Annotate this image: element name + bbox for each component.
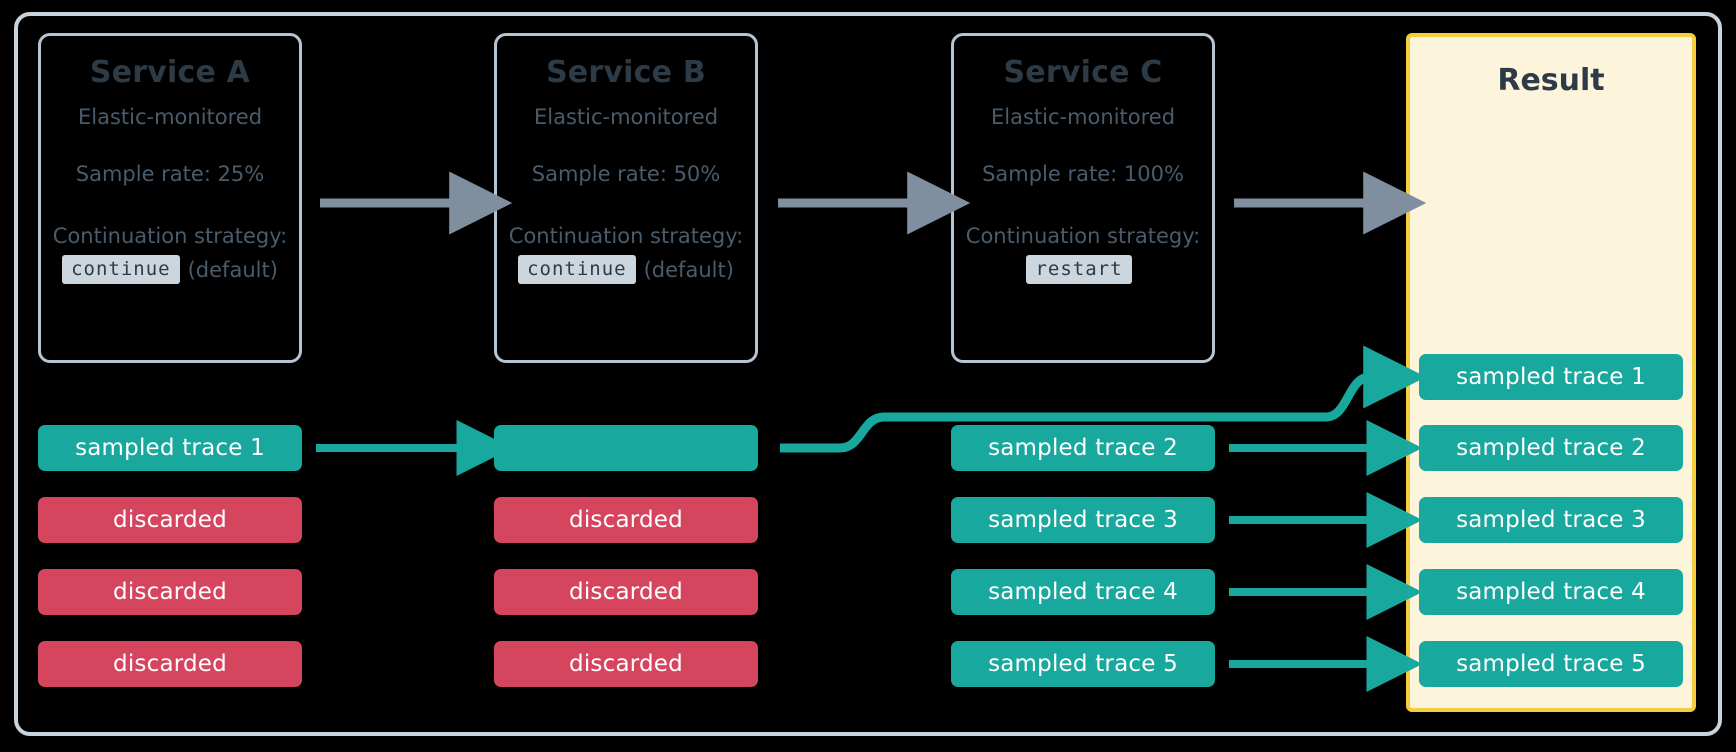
service-c-sample-rate: Sample rate: 100%	[982, 161, 1184, 186]
trace-pill-label: discarded	[113, 579, 227, 605]
service-box-b: Service B Elastic-monitored Sample rate:…	[494, 33, 758, 363]
service-a-title: Service A	[89, 55, 251, 90]
trace-pill-label: discarded	[113, 651, 227, 677]
service-box-a: Service A Elastic-monitored Sample rate:…	[38, 33, 302, 363]
service-c-title: Service C	[1003, 55, 1163, 90]
trace-pill-label: discarded	[113, 507, 227, 533]
trace-pill: sampled trace 5	[951, 641, 1215, 687]
service-a-strategy-line: continue (default)	[41, 255, 299, 285]
service-c-subtitle: Elastic-monitored	[990, 104, 1176, 129]
result-trace-pill: sampled trace 3	[1419, 497, 1683, 543]
service-b-title: Service B	[546, 55, 706, 90]
service-c-strategy-line: restart	[954, 255, 1212, 285]
trace-pill: discarded	[38, 641, 302, 687]
trace-pill-label: sampled trace 5	[988, 651, 1178, 677]
service-b-strategy-note: (default)	[643, 257, 734, 282]
result-trace-pill: sampled trace 4	[1419, 569, 1683, 615]
trace-pill: discarded	[38, 569, 302, 615]
trace-pill: discarded	[494, 569, 758, 615]
result-title: Result	[1497, 63, 1605, 98]
trace-pill: sampled trace 2	[951, 425, 1215, 471]
trace-pill: discarded	[38, 497, 302, 543]
service-b-subtitle: Elastic-monitored	[533, 104, 719, 129]
trace-pill: sampled trace 3	[951, 497, 1215, 543]
service-a-strategy-note: (default)	[187, 257, 278, 282]
result-trace-pill: sampled trace 1	[1419, 354, 1683, 400]
trace-pill-label: sampled trace 1	[75, 435, 265, 461]
result-trace-label: sampled trace 4	[1456, 579, 1646, 605]
service-a-strategy-label: Continuation strategy:	[52, 224, 288, 249]
trace-pill-label: sampled trace 2	[988, 435, 1178, 461]
trace-pill: sampled trace 1	[38, 425, 302, 471]
service-box-c: Service C Elastic-monitored Sample rate:…	[951, 33, 1215, 363]
result-trace-pill: sampled trace 5	[1419, 641, 1683, 687]
service-a-subtitle: Elastic-monitored	[77, 104, 263, 129]
service-a-sample-rate: Sample rate: 25%	[75, 161, 265, 186]
service-a-strategy-chip: continue	[62, 255, 180, 285]
trace-pill: sampled trace 4	[951, 569, 1215, 615]
service-b-strategy-label: Continuation strategy:	[508, 224, 744, 249]
trace-pill-label: discarded	[569, 579, 683, 605]
result-trace-label: sampled trace 5	[1456, 651, 1646, 677]
result-trace-label: sampled trace 1	[1456, 364, 1646, 390]
trace-pill: discarded	[494, 497, 758, 543]
result-trace-label: sampled trace 2	[1456, 435, 1646, 461]
result-trace-pill: sampled trace 2	[1419, 425, 1683, 471]
service-c-strategy-chip: restart	[1026, 255, 1132, 285]
trace-pill-label: discarded	[569, 651, 683, 677]
trace-pill: discarded	[494, 641, 758, 687]
trace-pill-label: discarded	[569, 507, 683, 533]
trace-pill-label: sampled trace 3	[988, 507, 1178, 533]
service-b-strategy-line: continue (default)	[497, 255, 755, 285]
service-b-strategy-chip: continue	[518, 255, 636, 285]
service-c-strategy-label: Continuation strategy:	[965, 224, 1201, 249]
trace-pill	[494, 425, 758, 471]
result-trace-label: sampled trace 3	[1456, 507, 1646, 533]
trace-pill-label: sampled trace 4	[988, 579, 1178, 605]
trace-flow-arrows	[316, 345, 1427, 692]
service-b-sample-rate: Sample rate: 50%	[531, 161, 721, 186]
